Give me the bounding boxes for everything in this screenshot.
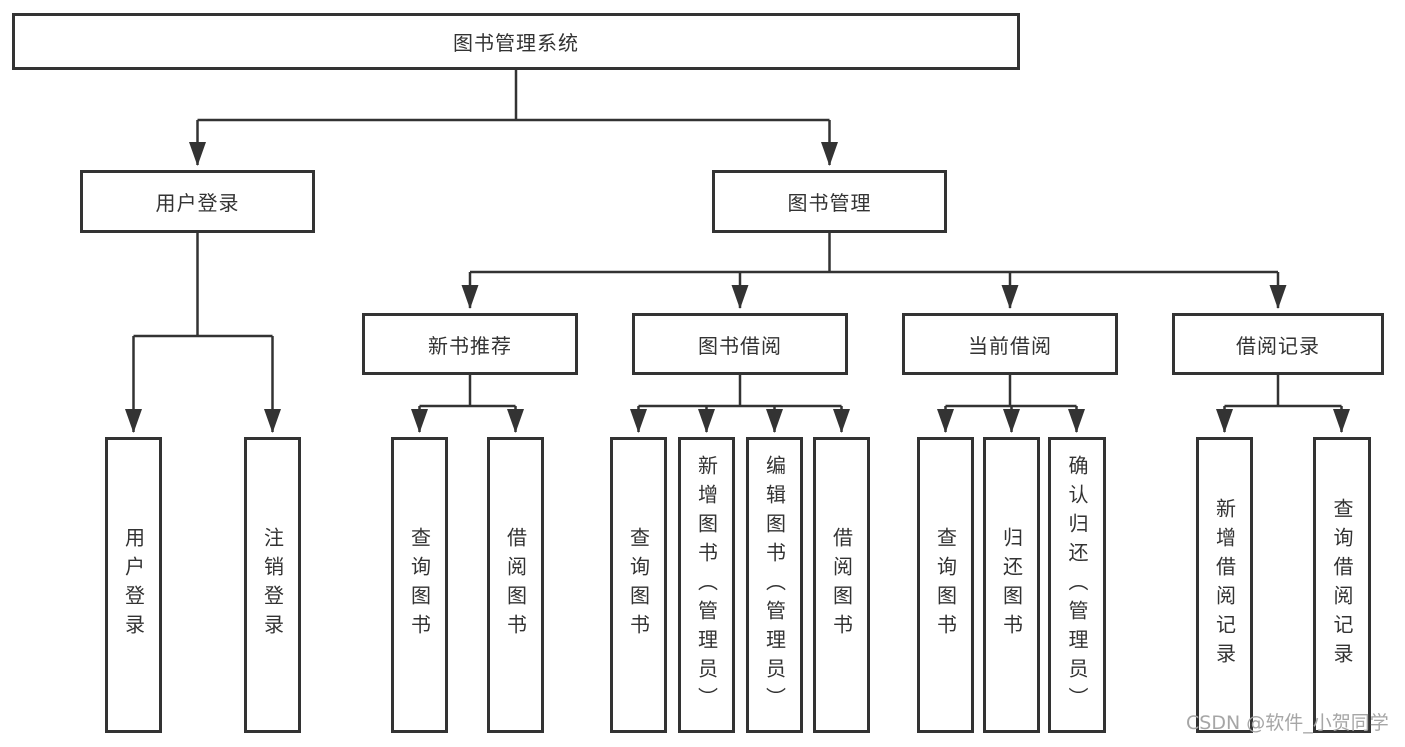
node-leaf-add-books-admin: 新增图书（管理员） <box>678 437 735 733</box>
node-label: 当前借阅 <box>968 333 1052 358</box>
node-label: 图书借阅 <box>698 333 782 358</box>
connector-root-to-level2 <box>189 70 838 166</box>
node-leaf-return-books: 归还图书 <box>983 437 1040 733</box>
node-book-borrowing: 图书借阅 <box>632 313 848 375</box>
node-leaf-query-borrow-record: 查询借阅记录 <box>1313 437 1371 733</box>
connector-book-borrow-to-leaves <box>630 375 850 433</box>
node-leaf-user-login: 用户登录 <box>105 437 162 733</box>
node-leaf-edit-books-admin: 编辑图书（管理员） <box>746 437 803 733</box>
node-label: 用户登录 <box>121 527 146 643</box>
node-label: 借阅记录 <box>1236 333 1320 358</box>
node-label: 查询图书 <box>407 527 432 643</box>
node-label: 确认归还（管理员） <box>1065 454 1089 716</box>
connector-borrow-records-to-leaves <box>1216 375 1350 433</box>
node-leaf-logout: 注销登录 <box>244 437 301 733</box>
node-label: 查询图书 <box>933 527 958 643</box>
node-leaf-query-books-borrowing: 查询图书 <box>610 437 667 733</box>
node-label: 编辑图书（管理员） <box>762 454 787 716</box>
node-label: 用户登录 <box>155 191 240 215</box>
node-label: 借阅图书 <box>503 527 528 643</box>
node-leaf-borrow-books: 借阅图书 <box>813 437 870 733</box>
node-book-management-branch: 图书管理 <box>712 170 947 233</box>
node-borrowing-records: 借阅记录 <box>1172 313 1384 375</box>
connector-current-borrow-to-leaves <box>937 375 1085 433</box>
node-new-book-recommend: 新书推荐 <box>362 313 578 375</box>
node-label: 新增图书（管理员） <box>694 454 719 716</box>
node-label: 新书推荐 <box>428 333 512 358</box>
node-label: 查询借阅记录 <box>1330 498 1354 672</box>
connector-new-book-rec-to-leaves <box>411 375 524 433</box>
node-leaf-query-books-current: 查询图书 <box>917 437 974 733</box>
csdn-watermark: CSDN @软件_小贺同学 <box>1186 712 1389 734</box>
node-label: 注销登录 <box>260 527 285 643</box>
node-label: 归还图书 <box>999 527 1024 643</box>
node-current-borrowing: 当前借阅 <box>902 313 1118 375</box>
node-leaf-borrow-books-recommend: 借阅图书 <box>487 437 544 733</box>
node-label: 图书管理系统 <box>453 31 579 55</box>
node-label: 借阅图书 <box>829 527 854 643</box>
node-user-login-branch: 用户登录 <box>80 170 315 233</box>
node-leaf-confirm-return-admin: 确认归还（管理员） <box>1048 437 1106 733</box>
node-root-system: 图书管理系统 <box>12 13 1020 70</box>
connector-user-login-to-leaves <box>125 233 281 433</box>
node-leaf-query-books-recommend: 查询图书 <box>391 437 448 733</box>
node-leaf-add-borrow-record: 新增借阅记录 <box>1196 437 1253 733</box>
node-label: 图书管理 <box>787 191 872 215</box>
connector-book-mgmt-to-level3 <box>461 233 1287 309</box>
node-label: 查询图书 <box>626 527 651 643</box>
node-label: 新增借阅记录 <box>1212 498 1237 672</box>
